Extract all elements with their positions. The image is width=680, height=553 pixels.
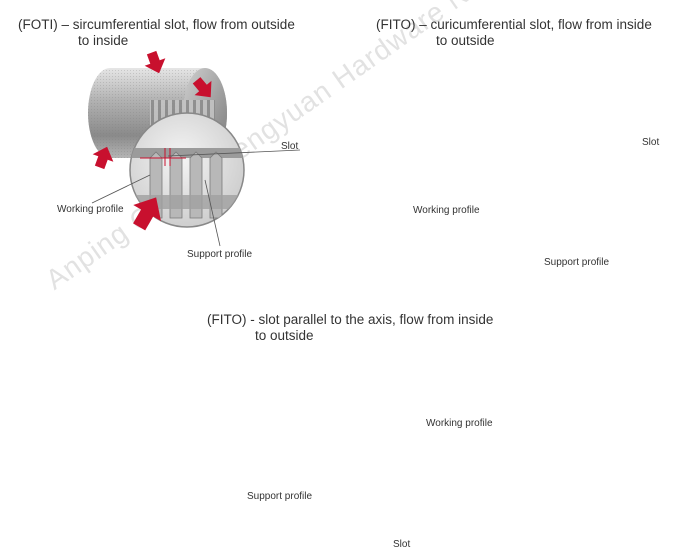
figure-1-diagram [88, 50, 301, 247]
figure-3-working-profile-label: Working profile [426, 418, 493, 429]
figure-1-slot-label: Slot [281, 141, 299, 152]
figure-1-caption-line2: to inside [78, 33, 129, 48]
figure-1-caption: (FOTI) – sircumferential slot, flow from… [18, 17, 295, 49]
figure-1-support-profile-label: Support profile [187, 249, 253, 260]
figure-1-working-profile-label: Working profile [57, 204, 124, 215]
figure-2-slot-label: Slot [642, 137, 660, 148]
figure-3-caption-line2: to outside [255, 328, 314, 343]
figure-1-slot-marker [140, 148, 186, 166]
figure-1-caption-line1: (FOTI) – sircumferential slot, flow from… [18, 17, 295, 32]
figure-3-slot-label: Slot [393, 539, 411, 550]
figure-1-flow-arrows [92, 50, 212, 231]
figure-3-caption: (FITO) - slot parallel to the axis, flow… [207, 312, 493, 344]
figure-3-caption-line1: (FITO) - slot parallel to the axis, flow… [207, 312, 494, 327]
figure-2-caption: (FITO) – curicumferential slot, flow fro… [376, 17, 652, 49]
figure-3-support-profile-label: Support profile [247, 491, 313, 502]
figure-2-working-profile-label: Working profile [413, 205, 480, 216]
figure-2-support-profile-label: Support profile [544, 257, 610, 268]
figure-1-leaders [91, 149, 301, 247]
figure-1-magnifier [129, 112, 245, 228]
figure-2-caption-line1: (FITO) – curicumferential slot, flow fro… [376, 17, 652, 32]
figure-2-caption-line2: to outside [436, 33, 495, 48]
